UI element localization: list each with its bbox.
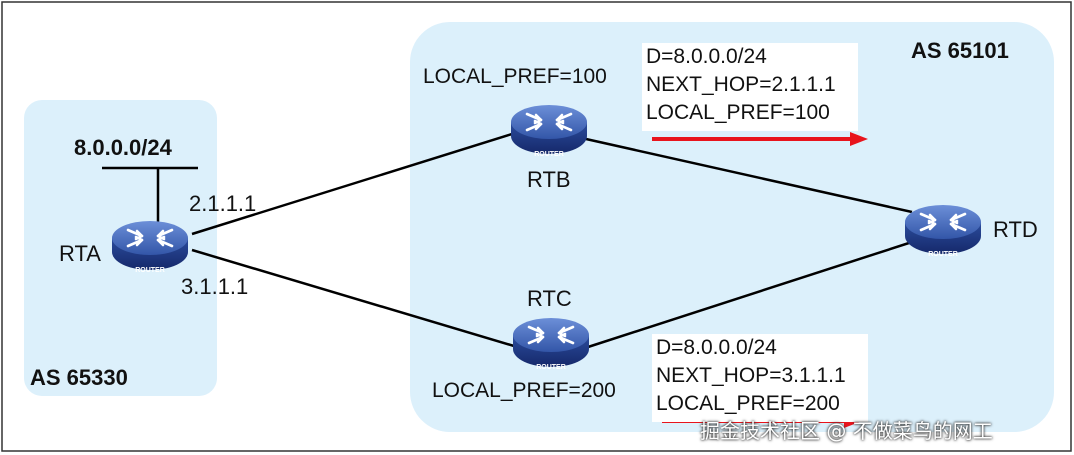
router-rta-badge: ROUTER (135, 267, 165, 274)
router-rtb-badge: ROUTER (534, 151, 564, 158)
as-65101-label: AS 65101 (911, 38, 1009, 63)
router-rtd-name: RTD (993, 217, 1038, 242)
rtc-local-pref-label: LOCAL_PREF=200 (432, 379, 616, 402)
router-rtb-icon: ROUTER (509, 103, 589, 158)
rtb-local-pref-label: LOCAL_PREF=100 (423, 65, 607, 88)
link-rtc-rtd (587, 240, 913, 349)
update-top-local-pref: LOCAL_PREF=100 (646, 101, 830, 124)
router-rtc-icon: ROUTER (511, 316, 591, 371)
router-rtc-name: RTC (527, 286, 572, 311)
update-box-top: D=8.0.0.0/24 NEXT_HOP=2.1.1.1 LOCAL_PREF… (642, 43, 858, 131)
watermark: 掘金技术社区 @ 不做菜鸟的网工 (700, 419, 993, 443)
as-65330-label: AS 65330 (30, 365, 128, 390)
update-bottom-next-hop: NEXT_HOP=3.1.1.1 (656, 364, 846, 387)
update-top-dest: D=8.0.0.0/24 (646, 45, 767, 68)
update-top-next-hop: NEXT_HOP=2.1.1.1 (646, 73, 836, 96)
prefix-label: 8.0.0.0/24 (74, 135, 172, 160)
update-arrow-top (652, 132, 868, 146)
link-rta-rtc-ip: 3.1.1.1 (181, 274, 249, 299)
link-rta-rtb (191, 132, 513, 236)
link-rtb-rtd (585, 137, 913, 214)
router-rtd-icon: ROUTER (903, 203, 983, 258)
update-bottom-local-pref: LOCAL_PREF=200 (656, 392, 840, 415)
router-rtc-badge: ROUTER (536, 364, 566, 371)
router-rta-name: RTA (59, 241, 101, 266)
link-rta-rtb-ip: 2.1.1.1 (189, 191, 257, 216)
update-box-bottom: D=8.0.0.0/24 NEXT_HOP=3.1.1.1 LOCAL_PREF… (652, 334, 868, 422)
link-rta-rtc (191, 248, 515, 348)
update-bottom-dest: D=8.0.0.0/24 (656, 336, 777, 359)
router-rtb-name: RTB (527, 167, 571, 192)
router-rtd-badge: ROUTER (928, 251, 958, 258)
router-rta-icon: ROUTER (110, 219, 190, 274)
